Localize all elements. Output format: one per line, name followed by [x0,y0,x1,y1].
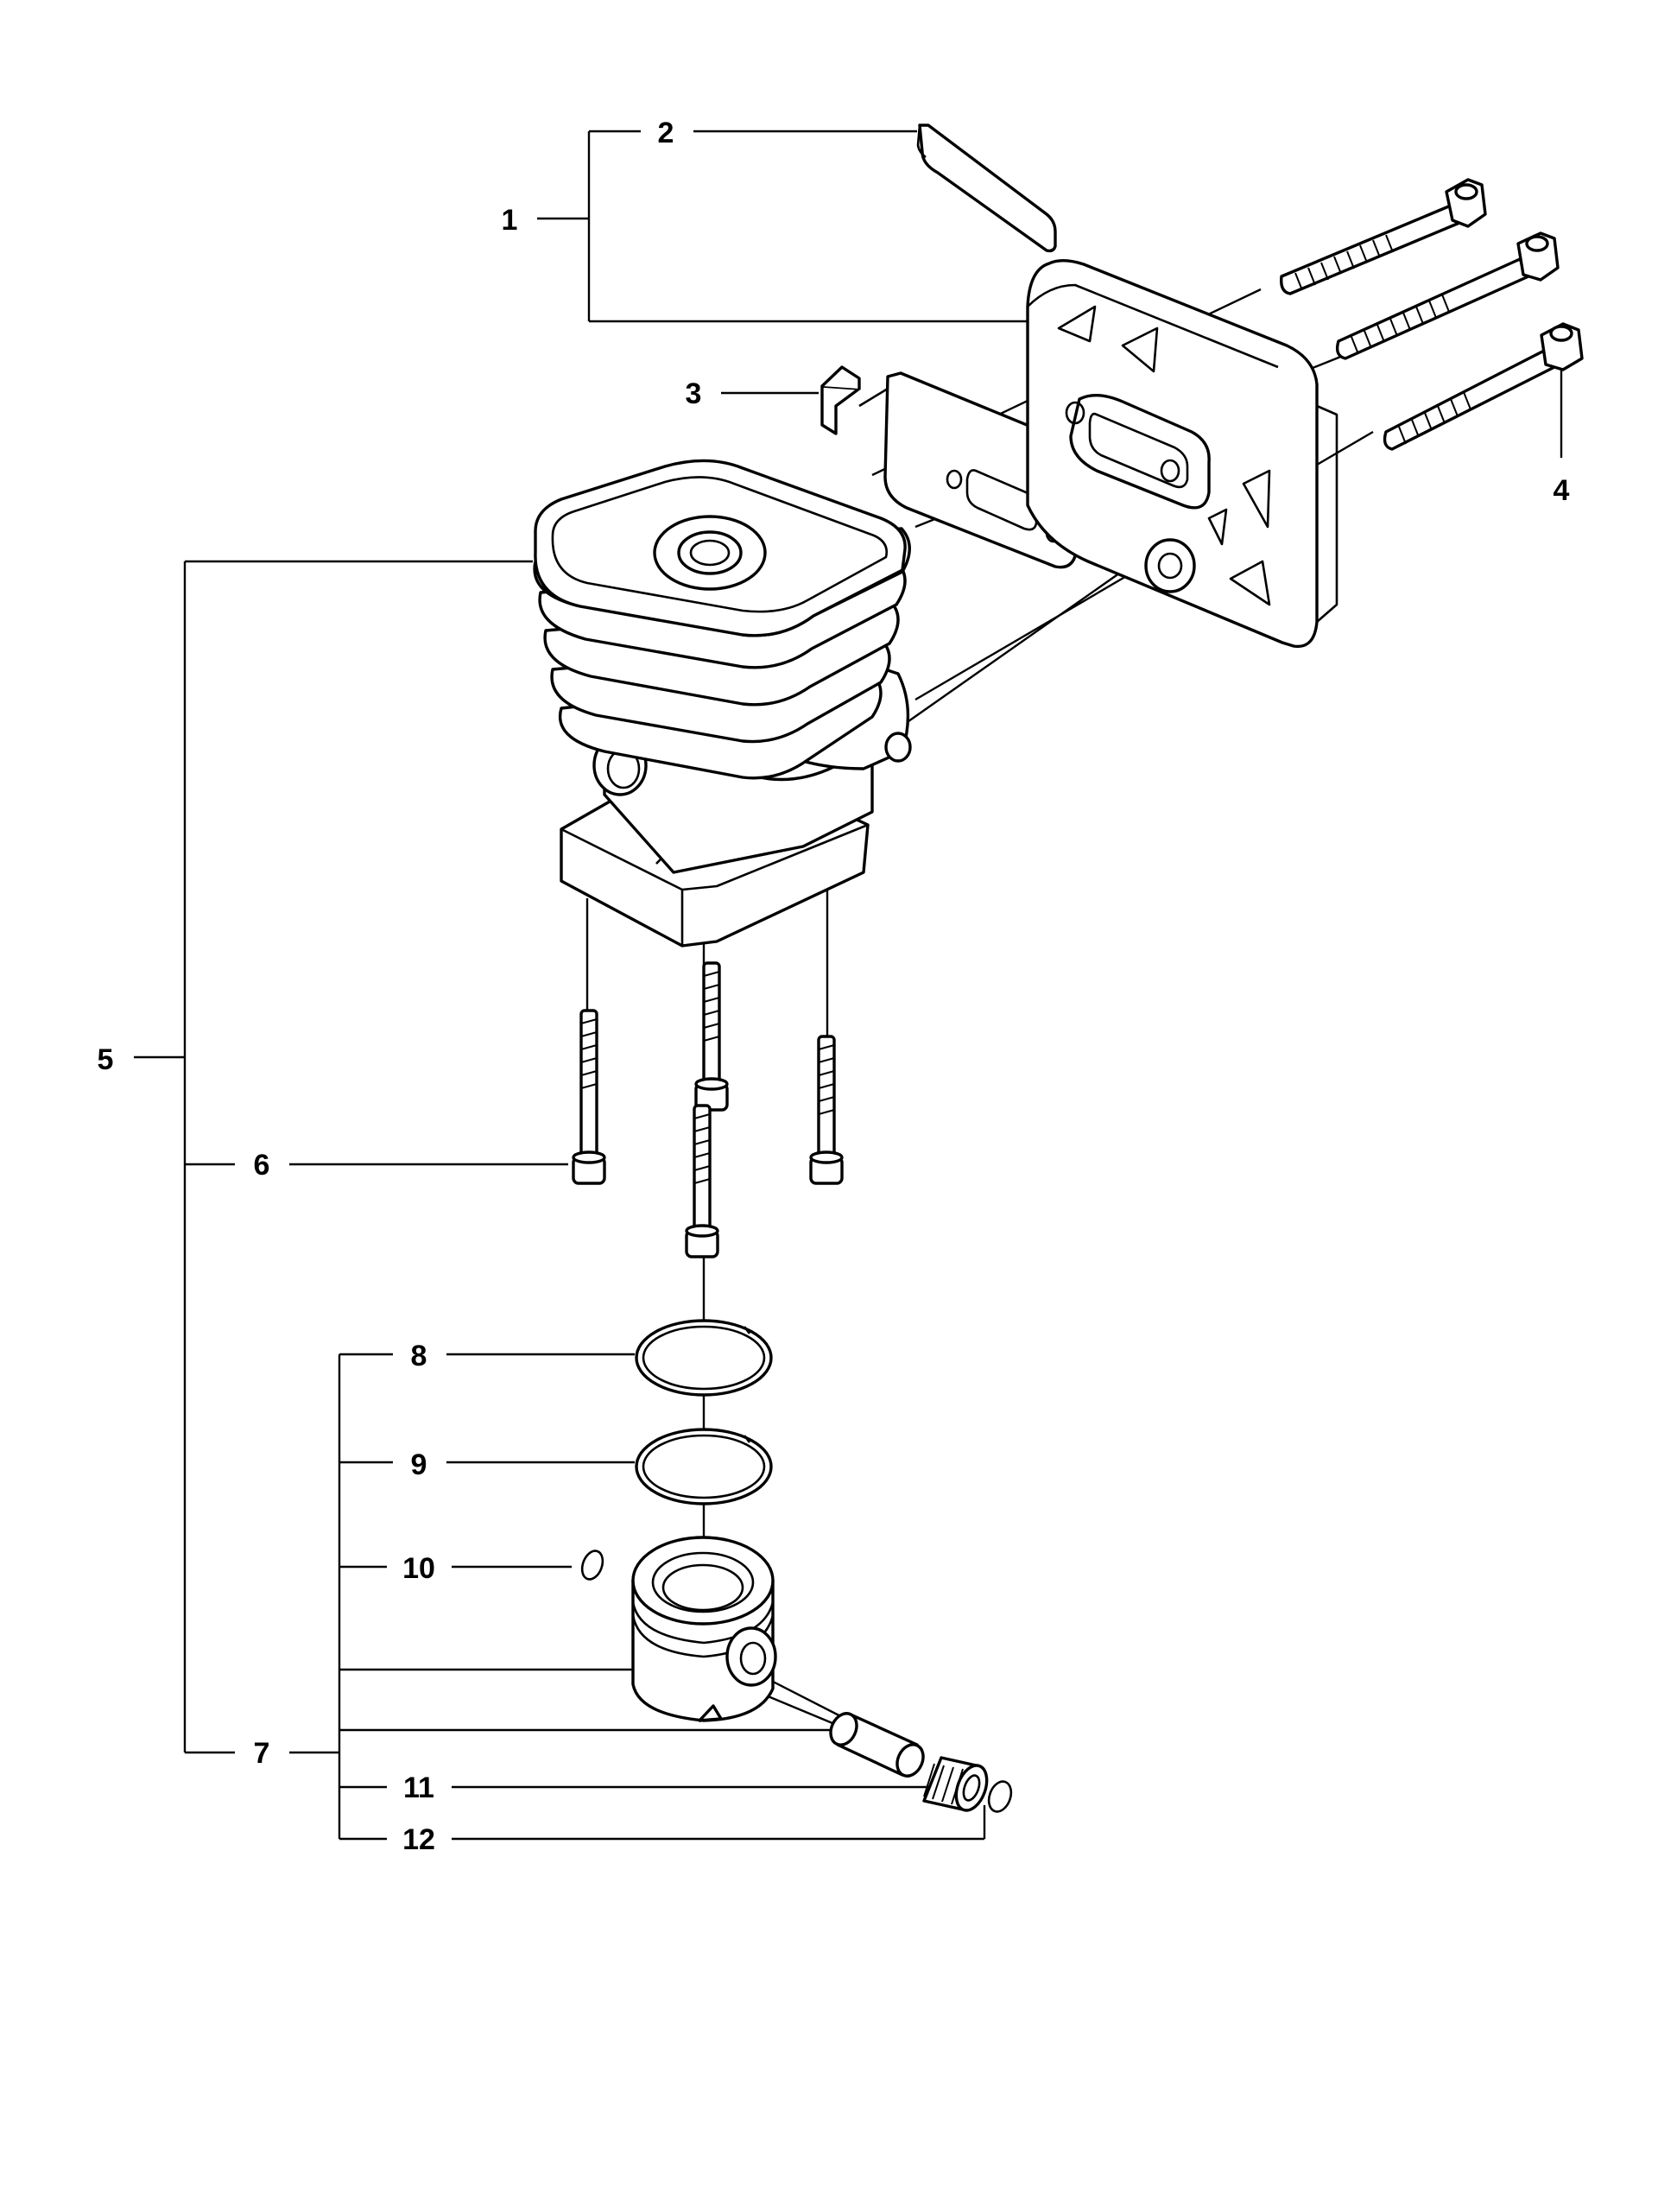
callout-labels: 2 1 3 4 5 6 7 8 9 10 11 12 [98,117,1570,1856]
callout-1: 1 [502,204,518,237]
callout-11: 11 [403,1772,434,1804]
callout-4: 4 [1554,474,1570,507]
piston-pin [829,1712,925,1778]
circlip [580,1550,604,1581]
muffler-bracket-gasket [820,365,1078,569]
callout-10: 10 [402,1552,435,1585]
heat-shield-plate [916,124,1057,253]
piston [631,1536,777,1722]
cylinder [533,459,912,948]
piston-rings [635,1319,773,1505]
muffler [1026,259,1338,649]
needle-bearing [922,1756,989,1812]
callout-12: 12 [402,1823,435,1856]
callout-5: 5 [98,1043,114,1076]
circlip-small-end [987,1780,1013,1813]
callout-7: 7 [254,1737,270,1770]
muffler-bolts [1280,178,1584,451]
callout-2: 2 [658,117,674,149]
cylinder-screws [572,961,844,1258]
callout-3: 3 [686,377,702,410]
callout-8: 8 [411,1340,427,1372]
callout-9: 9 [411,1448,427,1481]
callout-6: 6 [254,1149,270,1182]
